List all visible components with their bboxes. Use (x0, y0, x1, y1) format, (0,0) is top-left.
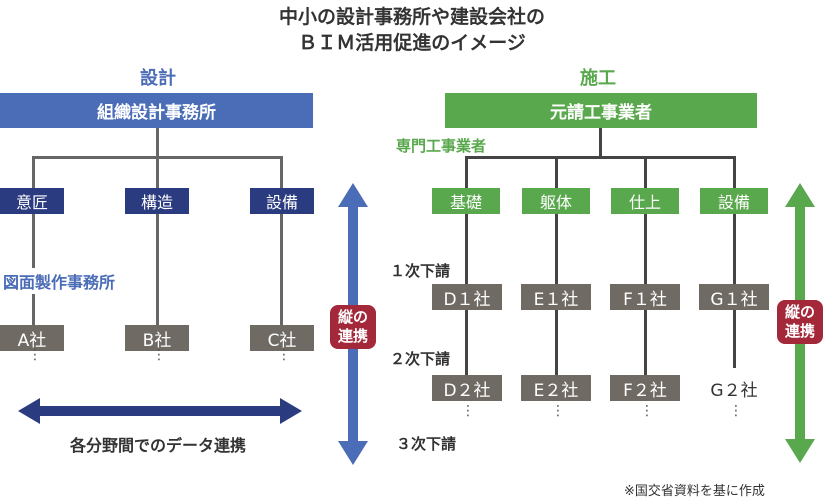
branch-setsubi: 設備 (250, 188, 314, 214)
branch-kouzou: 構造 (125, 188, 189, 214)
company-c: C社 (250, 325, 314, 351)
ellipsis: ⋮ (152, 347, 166, 363)
connector (465, 156, 736, 159)
construction-heading: 施工 (580, 68, 616, 89)
connector (280, 156, 283, 328)
ellipsis: ⋮ (551, 403, 565, 419)
branch-kutai: 躯体 (522, 188, 590, 214)
ellipsis: ⋮ (28, 347, 42, 363)
vertical-link-badge: 縦の連携 (777, 300, 823, 344)
design-heading: 設計 (140, 68, 176, 89)
company-f1: F１社 (610, 284, 680, 310)
badge-line: 連携 (337, 327, 368, 345)
connector (32, 156, 35, 328)
company-d2: D２社 (432, 375, 502, 401)
connector (733, 156, 736, 368)
tier1-label: １次下請 (390, 262, 451, 280)
company-d1: D１社 (432, 284, 502, 310)
drawing-office-label: 図面製作事務所 (3, 268, 116, 294)
company-g1: G１社 (699, 284, 769, 310)
connector (555, 156, 558, 376)
specialist-label: 専門工事業者 (396, 137, 487, 155)
footnote: ※国交省資料を基に作成 (624, 484, 765, 498)
company-a: A社 (0, 325, 64, 351)
ellipsis: ⋮ (277, 347, 291, 363)
badge-line: 連携 (784, 322, 815, 340)
branch-shiage: 仕上 (611, 188, 679, 214)
badge-line: 縦の (337, 308, 368, 326)
design-top-box: 組織設計事務所 (0, 93, 313, 128)
title-line-2: ＢＩＭ活用促進のイメージ (298, 32, 526, 54)
construction-top-box: 元請工事業者 (445, 93, 757, 128)
company-b: B社 (125, 325, 189, 351)
ellipsis: ⋮ (640, 403, 654, 419)
tier2-label: ２次下請 (390, 350, 451, 368)
connector (644, 156, 647, 376)
connector (156, 128, 159, 158)
ellipsis: ⋮ (461, 403, 475, 419)
branch-kiso: 基礎 (432, 188, 500, 214)
horizontal-double-arrow-icon (18, 398, 302, 424)
tier3-label: ３次下請 (396, 435, 457, 453)
badge-line: 縦の (784, 303, 815, 321)
vertical-link-badge: 縦の連携 (330, 305, 376, 349)
title-line-1: 中小の設計事務所や建設会社の (278, 6, 545, 28)
company-e2: E２社 (521, 375, 591, 401)
branch-ishou: 意匠 (0, 188, 64, 214)
connector (465, 156, 468, 376)
horizontal-link-label: 各分野間でのデータ連携 (69, 436, 246, 455)
company-e1: E１社 (521, 284, 591, 310)
connector (599, 128, 602, 158)
company-g2: G２社 (699, 375, 769, 401)
ellipsis: ⋮ (729, 403, 743, 419)
connector (156, 156, 159, 328)
company-f2: F２社 (610, 375, 680, 401)
branch-setsubi: 設備 (700, 188, 768, 214)
